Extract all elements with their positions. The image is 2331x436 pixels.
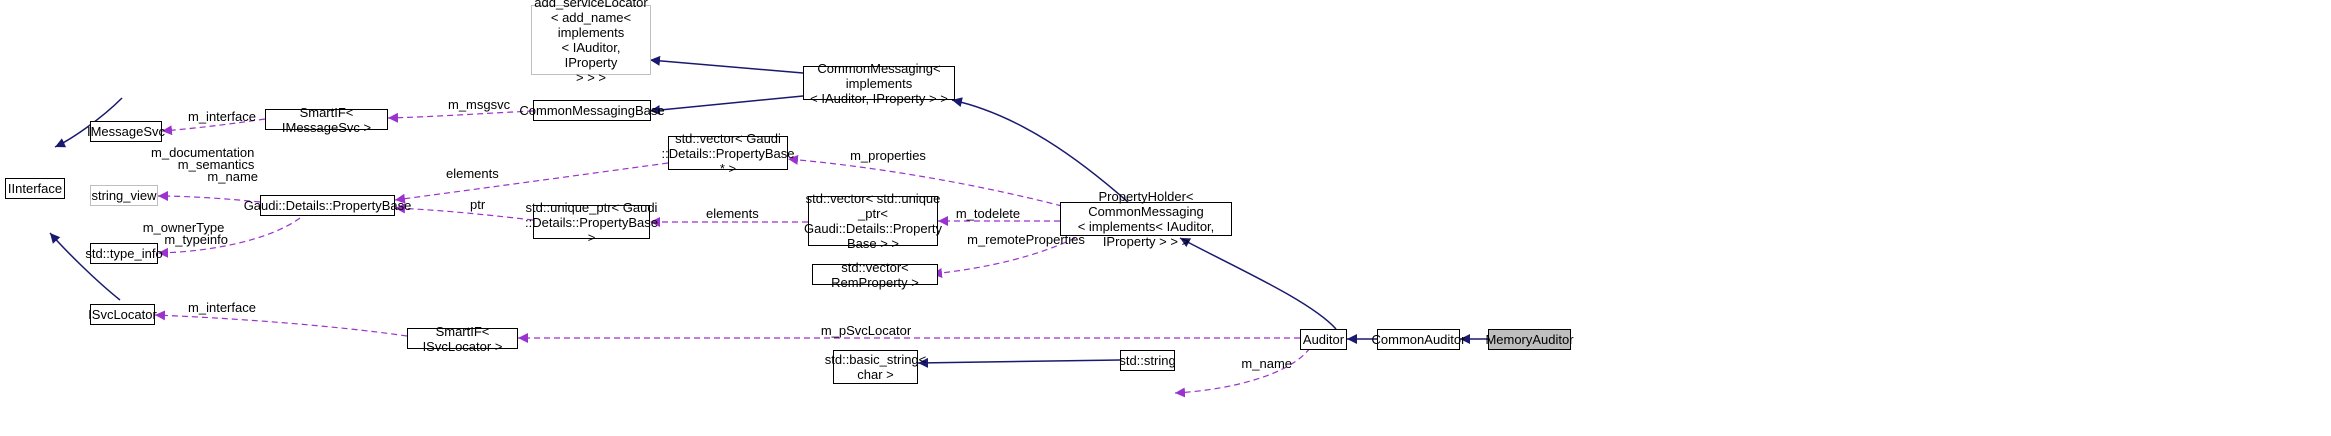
edge-label-m-ownertype: m_ownerType [143, 220, 225, 235]
edge-label-m-typeinfo: m_typeinfo [164, 232, 228, 247]
edge-label-ptr: ptr [470, 197, 486, 212]
inherit-edge-commonmessaging-add-servicelocator [649, 55, 804, 74]
edge-label-m-interface-svc: m_interface [188, 300, 256, 315]
edge-label-m-name-pb: m_name [207, 169, 258, 184]
usage-edge-propertyholder-vector-remproperty [931, 237, 1076, 278]
usage-edge-propertybase-type-info [157, 217, 301, 258]
node-type-info[interactable]: std::type_info [85, 243, 163, 264]
inherit-edge-propertyholder-commonmessaging [951, 97, 1129, 203]
edge-label-m-msgsvc: m_msgsvc [448, 97, 511, 112]
edge-label-m-interface-msg: m_interface [188, 109, 256, 124]
inherit-edge-commonmessaging-commonmessagingbase [649, 95, 804, 116]
node-add-servicelocator[interactable]: add_serviceLocator < add_name< implement… [531, 0, 651, 85]
usage-edge-propertyholder-vector-propertybase [787, 154, 1063, 207]
node-propertybase[interactable]: Gaudi::Details::PropertyBase [244, 195, 411, 216]
node-string-view[interactable]: string_view [90, 185, 158, 206]
usage-edge-auditor-std-string [1174, 347, 1311, 398]
node-memoryauditor[interactable]: MemoryAuditor [1485, 329, 1574, 350]
node-vector-remproperty[interactable]: std::vector< RemProperty > [812, 260, 938, 290]
edge-label-m-documentation: m_documentation [151, 145, 254, 160]
edge-label-m-remoteproperties: m_remoteProperties [967, 232, 1085, 247]
node-isvclocator[interactable]: ISvcLocator [88, 304, 157, 325]
edge-label-m-semantics: m_semantics [178, 157, 255, 172]
node-commonmessagingbase[interactable]: CommonMessagingBase [519, 100, 665, 121]
node-smartif-isvclocator[interactable]: SmartIF< ISvcLocator > [407, 324, 518, 354]
edge-label-m-name: m_name [1241, 356, 1292, 371]
node-commonauditor[interactable]: CommonAuditor [1372, 329, 1465, 350]
node-iinterface[interactable]: IInterface [5, 178, 65, 199]
edge-label-m-todelete: m_todelete [956, 206, 1020, 221]
edge-label-m-psvclocator: m_pSvcLocator [821, 323, 912, 338]
usage-edge-propertybase-string-view [157, 191, 261, 203]
edge-label-pb-to-type-info: m_ownerType m_typeinfo [143, 220, 228, 247]
node-smartif-imessagesvc[interactable]: SmartIF< IMessageSvc > [265, 105, 388, 135]
edge-label-m-properties: m_properties [850, 148, 926, 163]
edge-label-elements-unique: elements [706, 206, 759, 221]
usage-edge-unique-ptr-propertybase [394, 203, 534, 221]
usage-edge-commonmessagingbase-smartif-imessagesvc [387, 110, 534, 123]
usage-edge-smartif-imessagesvc-imessagesvc [161, 118, 266, 136]
inherit-edge-std-string-basic-string [917, 357, 1121, 368]
inherit-edge-imessagesvc-iinterface [54, 97, 123, 148]
usage-edge-smartif-isvclocator-isvclocator [154, 310, 408, 337]
node-propertyholder[interactable]: PropertyHolder< CommonMessaging < implem… [1060, 189, 1232, 249]
node-imessagesvc[interactable]: IMessageSvc [87, 121, 165, 142]
inherit-edge-isvclocator-iinterface [49, 232, 121, 301]
inherit-edge-auditor-propertyholder [1179, 237, 1337, 330]
edge-label-pb-to-string-view: m_documentation m_semantics m_name [151, 145, 258, 184]
node-auditor[interactable]: Auditor [1300, 329, 1347, 350]
edge-label-elements-vector: elements [446, 166, 499, 181]
usage-edge-vector-propertybase-propertybase [394, 162, 669, 204]
node-vector-unique-ptr[interactable]: std::vector< std::unique _ptr< Gaudi::De… [804, 191, 943, 251]
node-unique-ptr-propertybase[interactable]: std::unique_ptr< Gaudi ::Details::Proper… [525, 199, 658, 245]
node-std-string[interactable]: std::string [1119, 350, 1176, 371]
node-commonmessaging[interactable]: CommonMessaging< implements < IAuditor, … [803, 61, 955, 106]
node-vector-propertybase[interactable]: std::vector< Gaudi ::Details::PropertyBa… [661, 130, 795, 176]
node-basic-string[interactable]: std::basic_string< char > [824, 350, 927, 384]
